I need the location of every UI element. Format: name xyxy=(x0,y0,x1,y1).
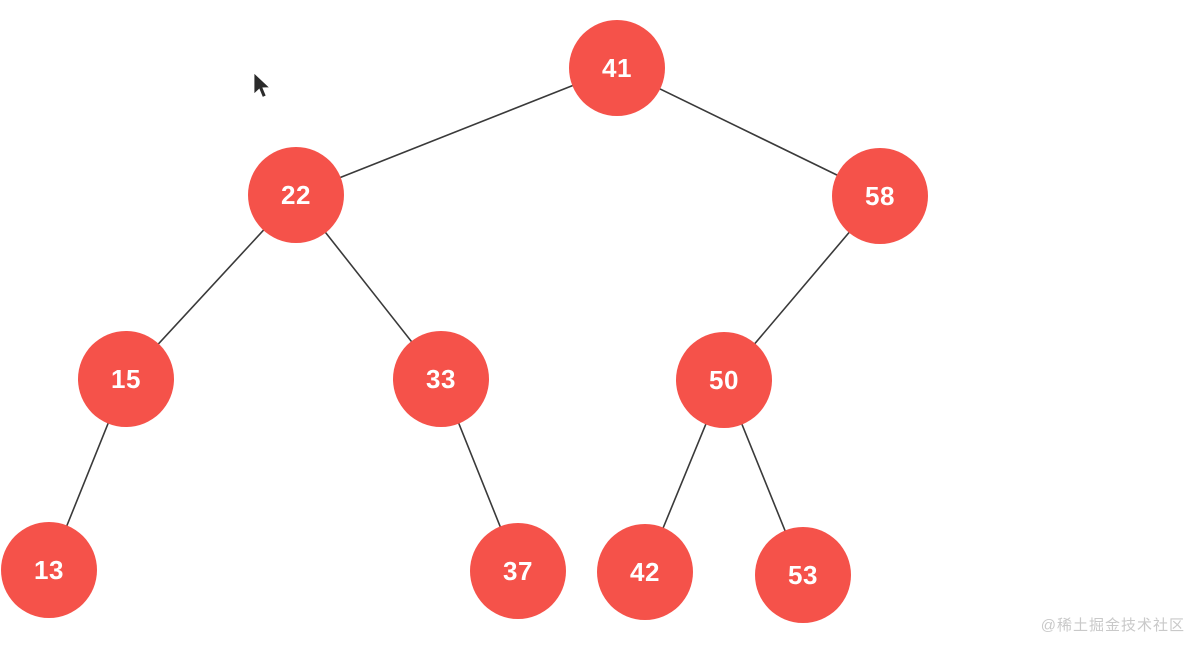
tree-node-41[interactable]: 41 xyxy=(569,20,665,116)
tree-node-58[interactable]: 58 xyxy=(832,148,928,244)
tree-node-42[interactable]: 42 xyxy=(597,524,693,620)
tree-node-label: 33 xyxy=(426,364,456,394)
tree-node-37[interactable]: 37 xyxy=(470,523,566,619)
tree-node-label: 22 xyxy=(281,180,311,210)
tree-node-label: 37 xyxy=(503,556,533,586)
tree-node-22[interactable]: 22 xyxy=(248,147,344,243)
tree-node-label: 50 xyxy=(709,365,739,395)
tree-node-label: 58 xyxy=(865,181,895,211)
tree-node-13[interactable]: 13 xyxy=(1,522,97,618)
tree-node-50[interactable]: 50 xyxy=(676,332,772,428)
tree-node-33[interactable]: 33 xyxy=(393,331,489,427)
tree-node-label: 41 xyxy=(602,53,632,83)
tree-node-label: 13 xyxy=(34,555,64,585)
tree-node-label: 15 xyxy=(111,364,141,394)
tree-node-label: 53 xyxy=(788,560,818,590)
tree-node-label: 42 xyxy=(630,557,660,587)
watermark-text: @稀土掘金技术社区 xyxy=(1040,617,1185,634)
tree-node-15[interactable]: 15 xyxy=(78,331,174,427)
tree-edge xyxy=(295,67,618,196)
tree-node-53[interactable]: 53 xyxy=(755,527,851,623)
mouse-cursor-icon xyxy=(253,72,271,98)
